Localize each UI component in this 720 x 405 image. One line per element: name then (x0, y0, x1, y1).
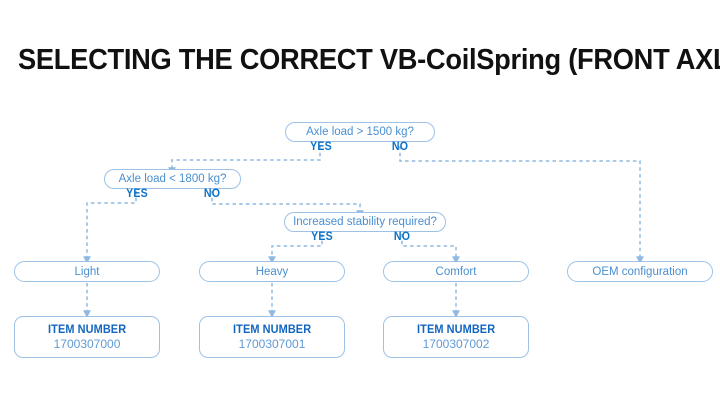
item-number-box-light[interactable]: ITEM NUMBER 1700307000 (14, 316, 160, 358)
result-label: Light (74, 265, 100, 278)
item-number-value: 1700307002 (422, 336, 490, 351)
branch-label-d1-yes: YES (310, 141, 332, 153)
item-number-heading: ITEM NUMBER (47, 323, 127, 336)
branch-label-d1-no: NO (391, 141, 409, 153)
result-comfort[interactable]: Comfort (383, 261, 529, 282)
decision-axle-load-1800[interactable]: Axle load < 1800 kg? (104, 169, 241, 189)
edge-d2-yes-to-light (83, 191, 137, 264)
item-number-value: 1700307000 (53, 336, 121, 351)
decision-label: Axle load > 1500 kg? (306, 126, 414, 138)
decision-label: Increased stability required? (293, 216, 437, 228)
item-number-box-comfort[interactable]: ITEM NUMBER 1700307002 (383, 316, 529, 358)
page-title: SELECTING THE CORRECT VB-CoilSpring (FRO… (18, 44, 720, 76)
result-label: OEM configuration (592, 265, 688, 278)
edge-d1-no-to-oem (399, 146, 644, 264)
result-light[interactable]: Light (14, 261, 160, 282)
branch-label-d2-no: NO (203, 188, 221, 200)
branch-label-d3-yes: YES (311, 231, 333, 243)
decision-label: Axle load < 1800 kg? (118, 173, 227, 185)
item-number-heading: ITEM NUMBER (416, 323, 496, 336)
edge-d2-no-to-d3 (211, 191, 364, 218)
item-number-heading: ITEM NUMBER (232, 323, 312, 336)
branch-label-d2-yes: YES (126, 188, 148, 200)
result-oem-configuration[interactable]: OEM configuration (567, 261, 713, 282)
decision-axle-load-1500[interactable]: Axle load > 1500 kg? (285, 122, 435, 142)
item-number-value: 1700307001 (238, 336, 306, 351)
edge-d1-yes-to-d2 (168, 146, 321, 175)
result-label: Heavy (255, 265, 289, 278)
branch-label-d3-no: NO (393, 231, 411, 243)
item-number-box-heavy[interactable]: ITEM NUMBER 1700307001 (199, 316, 345, 358)
decision-increased-stability[interactable]: Increased stability required? (284, 212, 446, 232)
result-heavy[interactable]: Heavy (199, 261, 345, 282)
result-label: Comfort (435, 265, 477, 278)
